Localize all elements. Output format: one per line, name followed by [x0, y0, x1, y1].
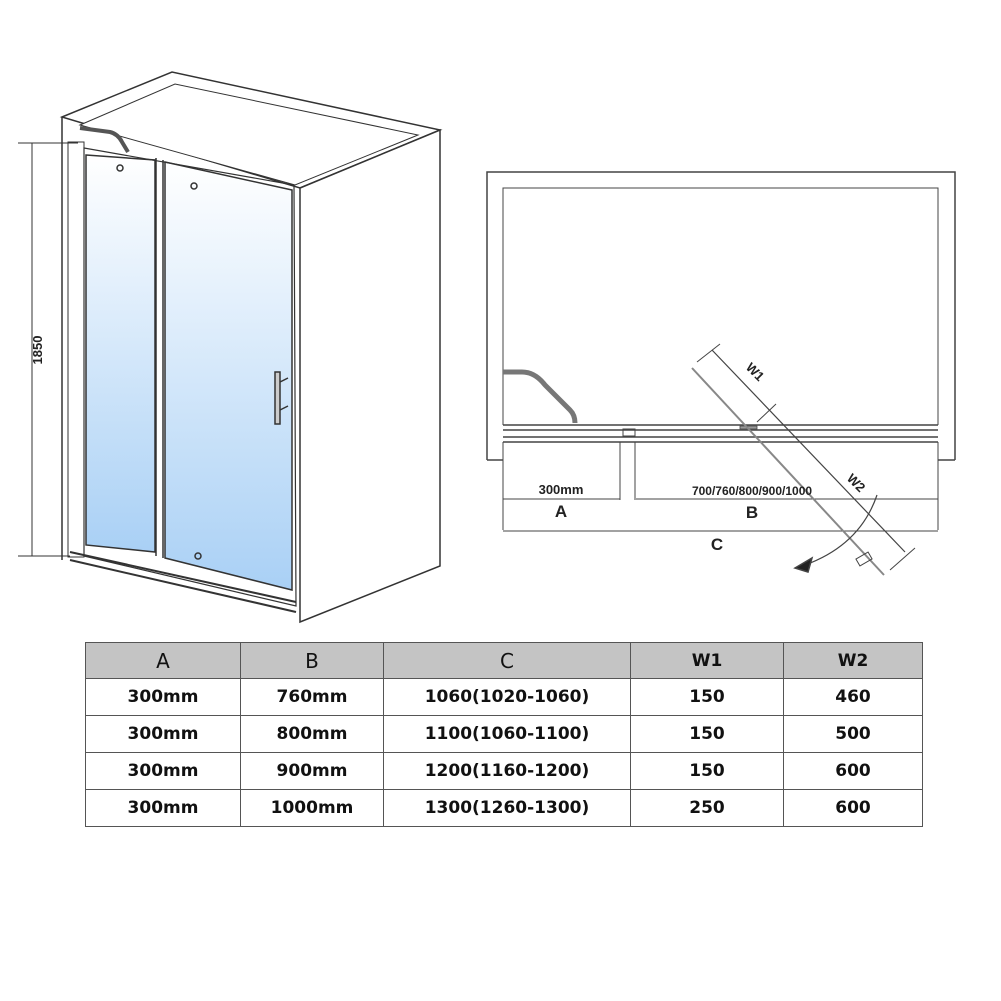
cell-b: 1000mm: [240, 789, 384, 827]
cell-w1: 150: [630, 678, 784, 716]
glass-door-panel: [164, 161, 293, 591]
header-a: A: [85, 642, 241, 679]
a-value: 300mm: [539, 482, 584, 497]
w1-label: W1: [743, 360, 767, 384]
a-label: A: [555, 502, 567, 521]
table-row: 300mm 760mm 1060(1020-1060) 150 460: [85, 678, 923, 716]
height-label: 1850: [30, 336, 45, 365]
glass-fixed-panel: [85, 154, 156, 553]
b-label: B: [746, 503, 758, 522]
table-row: 300mm 800mm 1100(1060-1100) 150 500: [85, 715, 923, 753]
cell-w2: 460: [783, 678, 923, 716]
side-panel: [299, 128, 441, 624]
cell-a: 300mm: [85, 752, 241, 790]
door-swing-glass: [691, 367, 885, 576]
header-w2: W2: [783, 642, 923, 679]
cell-w1: 250: [630, 789, 784, 827]
cell-c: 1200(1160-1200): [383, 752, 631, 790]
cell-b: 900mm: [240, 752, 384, 790]
table-header-row: A B C W1 W2: [85, 642, 923, 679]
plan-view: [486, 171, 956, 576]
cell-c: 1060(1020-1060): [383, 678, 631, 716]
enclosure-top-inner: [78, 83, 420, 186]
header-b: B: [240, 642, 384, 679]
cell-b: 800mm: [240, 715, 384, 753]
shower-enclosure-3d: [59, 71, 443, 624]
cell-w1: 150: [630, 715, 784, 753]
cell-a: 300mm: [85, 678, 241, 716]
door-frame: [83, 147, 297, 607]
support-bar: [79, 126, 130, 154]
cell-w1: 150: [630, 752, 784, 790]
cell-w2: 500: [783, 715, 923, 753]
b-value: 700/760/800/900/1000: [692, 484, 812, 498]
table-row: 300mm 1000mm 1300(1260-1300) 250 600: [85, 789, 923, 827]
cell-a: 300mm: [85, 715, 241, 753]
cell-b: 760mm: [240, 678, 384, 716]
door-handle: [274, 371, 281, 425]
size-table: A B C W1 W2 300mm 760mm 1060(1020-1060) …: [85, 642, 923, 827]
cell-c: 1300(1260-1300): [383, 789, 631, 827]
cell-w2: 600: [783, 752, 923, 790]
height-dimension: [18, 142, 78, 557]
c-label: C: [711, 535, 723, 554]
cell-a: 300mm: [85, 789, 241, 827]
header-c: C: [383, 642, 631, 679]
left-post: [67, 141, 85, 558]
cell-w2: 600: [783, 789, 923, 827]
support-bar-plan: [503, 369, 578, 424]
header-w1: W1: [630, 642, 784, 679]
cell-c: 1100(1060-1100): [383, 715, 631, 753]
table-row: 300mm 900mm 1200(1160-1200) 150 600: [85, 752, 923, 790]
